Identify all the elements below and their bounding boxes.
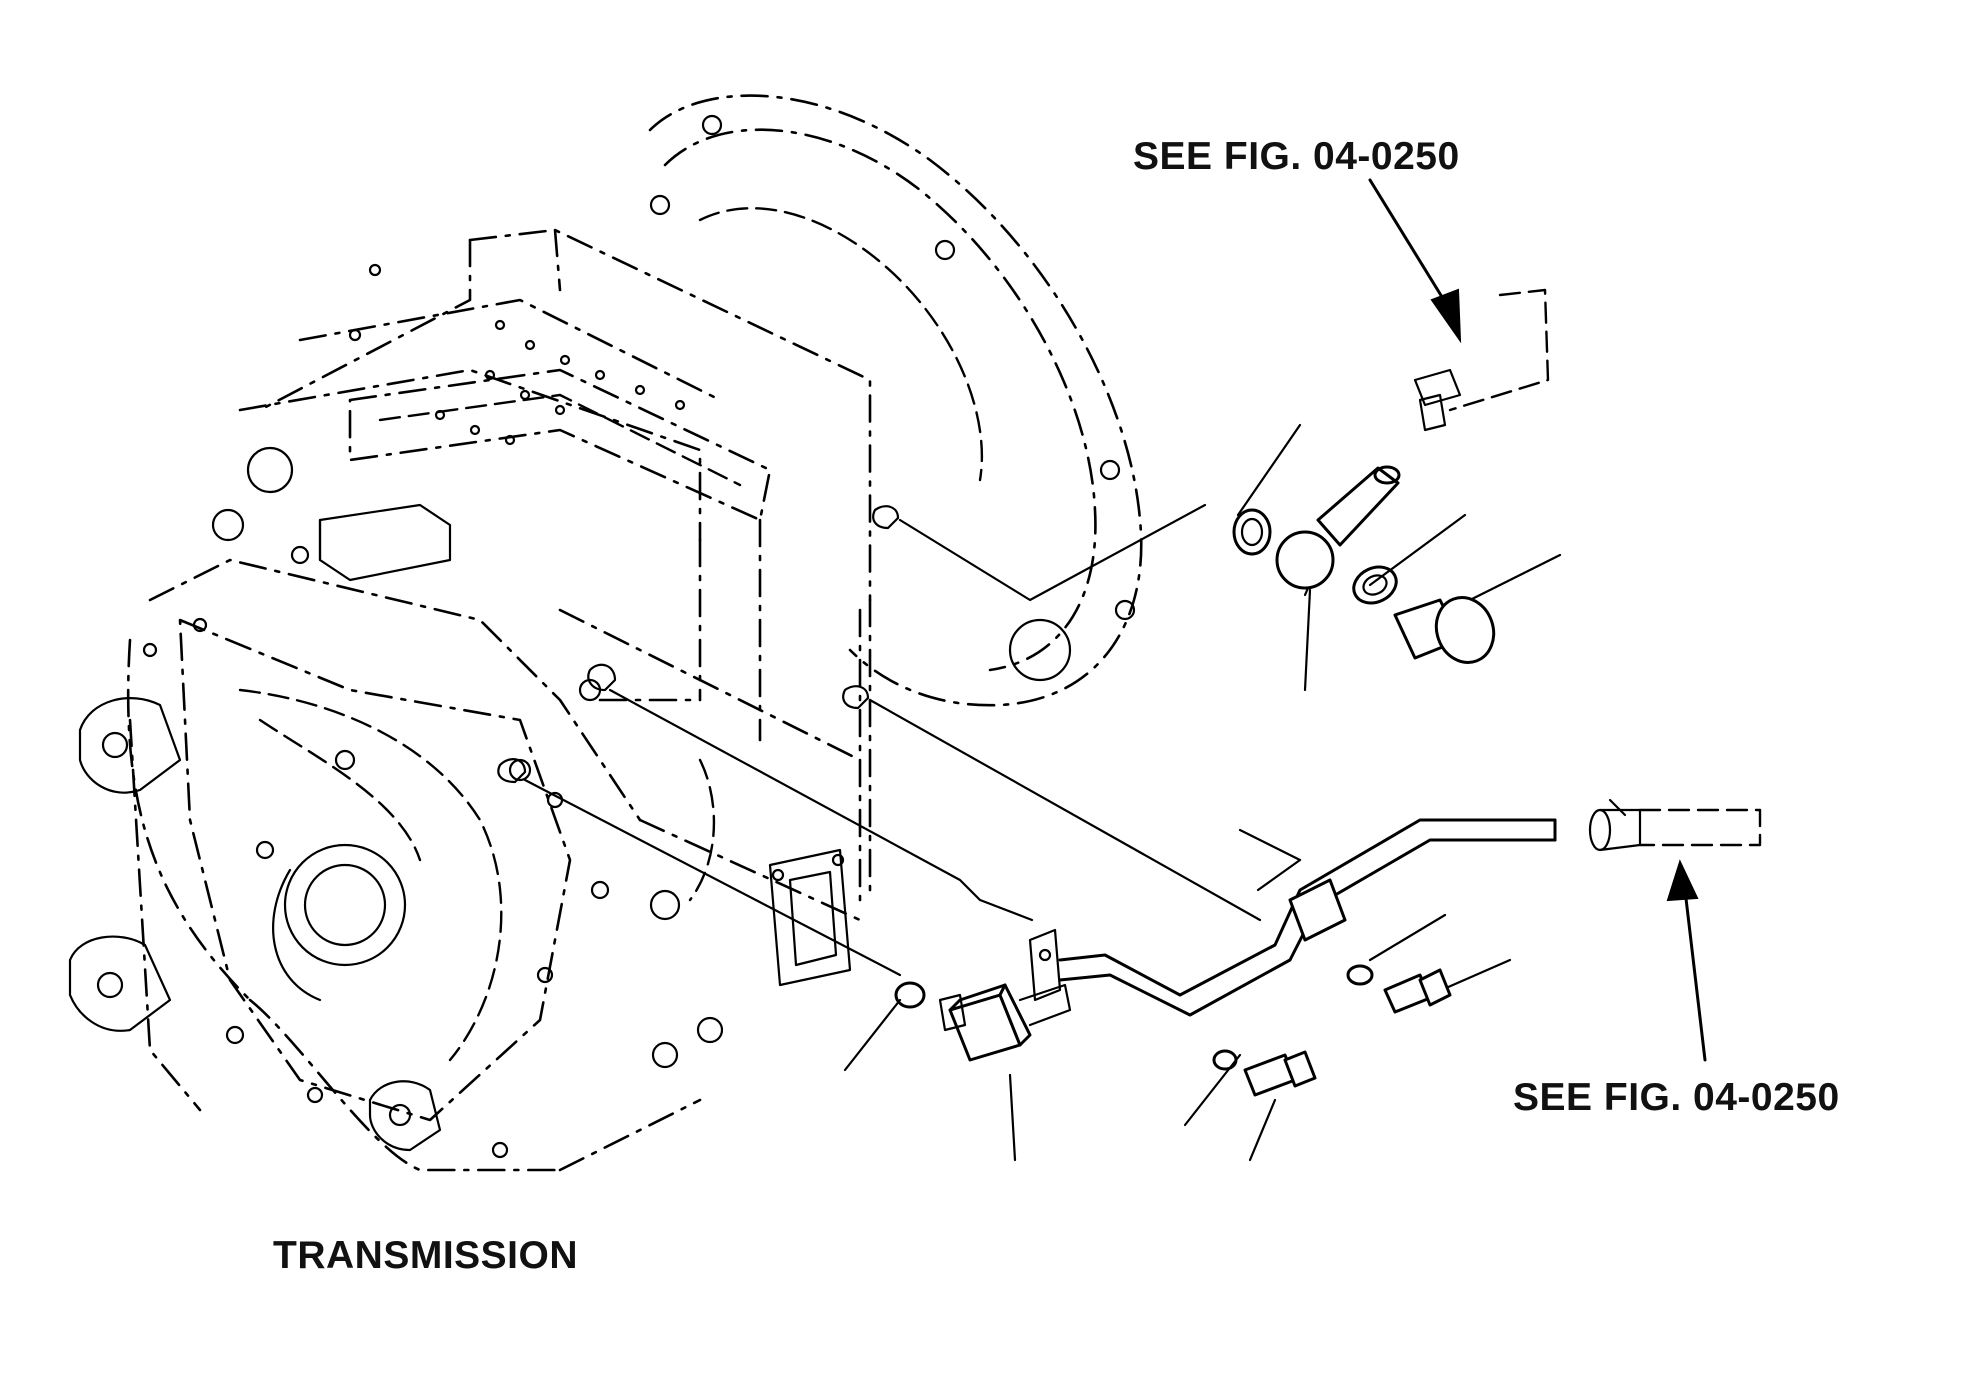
leader-lines bbox=[523, 423, 1562, 1162]
hardware bbox=[894, 288, 1762, 1097]
reference-label-top: SEE FIG. 04-0250 bbox=[1133, 135, 1460, 178]
cooler-tube bbox=[938, 818, 1557, 1062]
reference-arrows bbox=[1368, 178, 1707, 1062]
assembly-label: TRANSMISSION bbox=[273, 1234, 579, 1277]
transmission-case bbox=[68, 228, 900, 1172]
reference-label-right: SEE FIG. 04-0250 bbox=[1513, 1076, 1840, 1119]
bell-housing bbox=[648, 94, 1143, 707]
